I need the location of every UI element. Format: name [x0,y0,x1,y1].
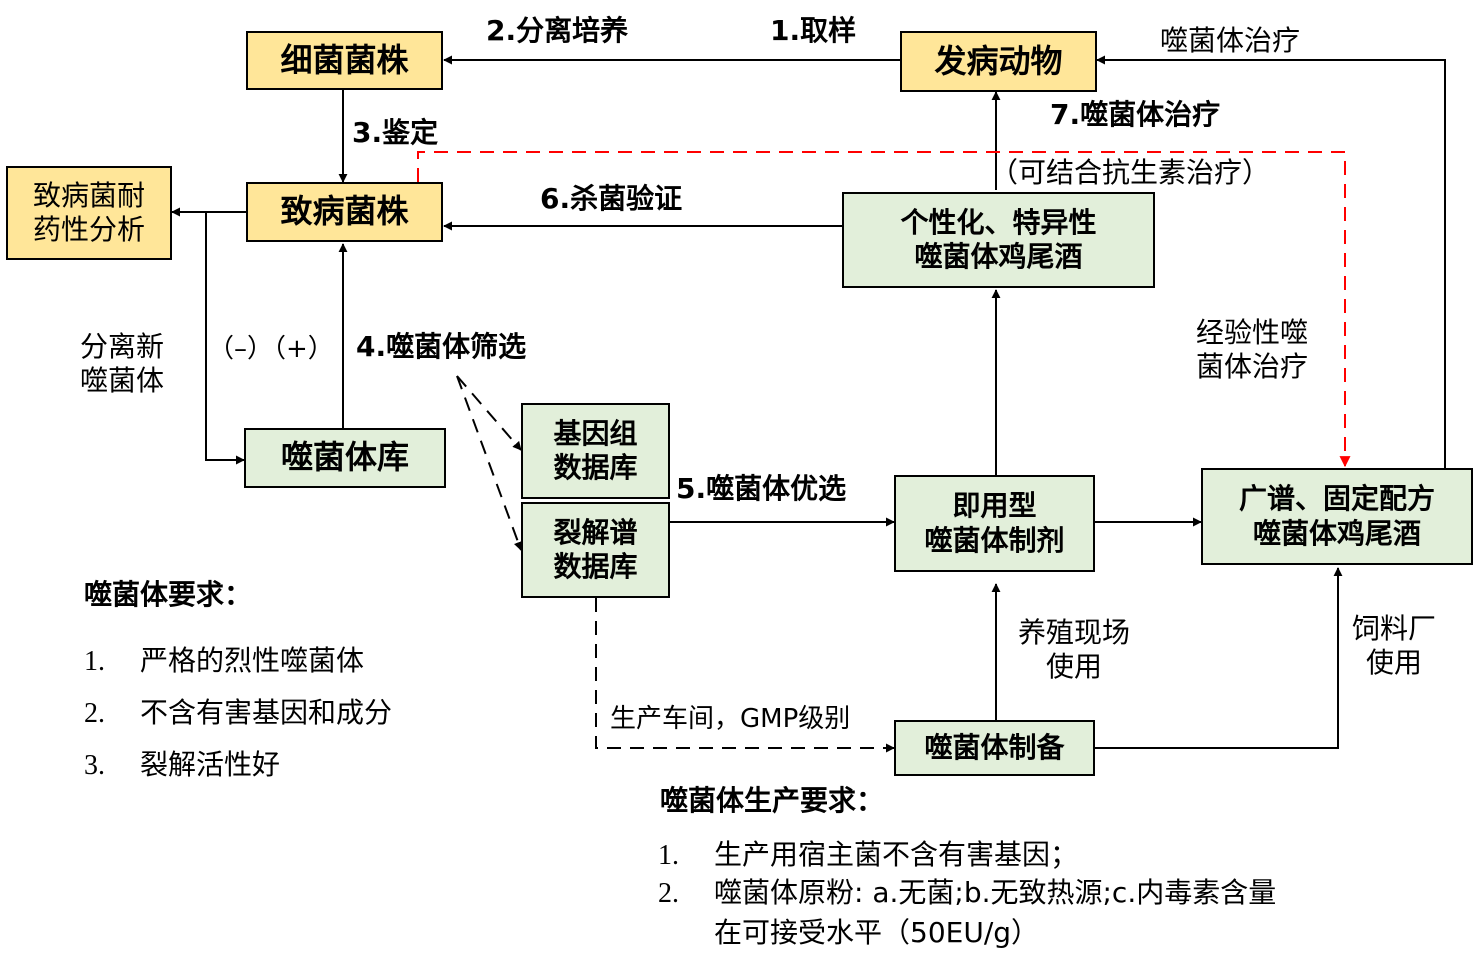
genome-database-box: 基因组 数据库 [521,403,670,499]
label-minus-plus: （–）（+） [208,334,334,364]
requirement-number: 1. [84,646,105,677]
resistance-analysis-line1: 致病菌耐 [32,178,145,212]
dashed-empirical-therapy [417,151,1351,468]
phage-preparation-label: 噬菌体制备 [924,730,1065,764]
requirement-item-1: 1. 严格的烈性噬菌体 [84,644,364,679]
bacterial-strain-label: 细菌菌株 [280,40,409,79]
requirement-text: 不含有害基因和成分 [140,696,393,729]
production-item-1: 1. 生产用宿主菌不含有害基因； [658,838,1078,873]
diseased-animal-box: 发病动物 [900,31,1097,92]
pathogenic-strain-box: 致病菌株 [246,182,443,242]
production-number: 1. [658,840,679,871]
feed-mill-line1: 饲料厂 [1352,612,1437,645]
requirement-number: 3. [84,750,105,781]
resistance-analysis-line2: 药性分析 [32,213,145,246]
arrow-phage-therapy [1096,55,1446,468]
requirement-item-2: 2. 不含有害基因和成分 [84,696,392,731]
lysis-spectrum-database-box: 裂解谱 数据库 [521,502,670,598]
label-feed-mill: 饲料厂 使用 [1352,612,1436,679]
phage-library-box: 噬菌体库 [244,428,446,488]
production-item-2: 2. 噬菌体原粉: a.无菌;b.无致热源;c.内毒素含量 [658,876,1276,911]
dashed-production-workshop [595,598,895,753]
label-phage-therapy: 噬菌体治疗 [1160,24,1301,57]
production-text: 生产用宿主菌不含有害基因； [714,838,1079,871]
broad-spectrum-cocktail-box: 广谱、固定配方 噬菌体鸡尾酒 [1201,468,1473,565]
personalized-cocktail-line1: 个性化、特异性 [900,205,1097,239]
production-text: 噬菌体原粉: a.无菌;b.无致热源;c.内毒素含量 [714,876,1277,909]
isolate-new-line2: 噬菌体 [80,363,165,397]
production-requirements-title: 噬菌体生产要求： [660,784,885,817]
label-combine-antibiotics: （可结合抗生素治疗） [990,156,1271,189]
genome-database-line2: 数据库 [553,451,638,484]
ready-to-use-line2: 噬菌体制剂 [924,523,1065,557]
empirical-line1: 经验性噬 [1196,316,1309,349]
dashed-screen-lysis [456,375,523,551]
farm-use-line1: 养殖现场 [1018,616,1131,649]
phage-requirements-title: 噬菌体要求： [84,578,253,611]
genome-database-line1: 基因组 [553,416,638,450]
requirement-text: 裂解活性好 [140,748,281,781]
label-phage-screening: 4.噬菌体筛选 [356,330,527,363]
isolate-new-line1: 分离新 [80,330,165,363]
label-empirical-therapy: 经验性噬 菌体治疗 [1196,316,1308,383]
broad-cocktail-line2: 噬菌体鸡尾酒 [1252,516,1421,550]
empirical-line2: 菌体治疗 [1196,349,1309,383]
production-number: 2. [658,878,679,909]
personalized-cocktail-line2: 噬菌体鸡尾酒 [914,240,1083,273]
phage-library-label: 噬菌体库 [280,438,409,477]
lysis-spectrum-line2: 数据库 [553,550,638,583]
farm-use-line2: 使用 [1046,649,1103,683]
requirement-number: 2. [84,698,105,729]
production-item-2-continued: 在可接受水平（50EU/g） [714,916,1040,949]
label-farm-use: 养殖现场 使用 [1018,616,1130,683]
label-sampling: 1.取样 [770,14,857,47]
lysis-spectrum-line1: 裂解谱 [553,515,638,549]
requirement-text: 严格的烈性噬菌体 [140,644,365,677]
phage-preparation-box: 噬菌体制备 [894,720,1095,776]
label-phage-therapy-7: 7.噬菌体治疗 [1050,98,1221,131]
ready-to-use-line1: 即用型 [952,489,1037,523]
broad-cocktail-line1: 广谱、固定配方 [1238,482,1435,516]
diseased-animal-label: 发病动物 [934,41,1063,80]
feed-mill-line2: 使用 [1366,645,1423,679]
personalized-cocktail-box: 个性化、特异性 噬菌体鸡尾酒 [842,192,1155,288]
arrow-feed-mill [1095,567,1343,749]
ready-to-use-preparation-box: 即用型 噬菌体制剂 [894,475,1095,572]
label-isolate-new-phage: 分离新 噬菌体 [80,330,164,397]
label-identification: 3.鉴定 [352,116,439,149]
label-isolation-culture: 2.分离培养 [486,14,629,47]
label-phage-optimization: 5.噬菌体优选 [676,472,847,505]
label-production-workshop: 生产车间，GMP级别 [610,704,851,734]
bacterial-strain-box: 细菌菌株 [246,31,443,90]
dashed-screen-genome [456,375,522,451]
pathogenic-strain-label: 致病菌株 [280,192,409,231]
requirement-item-3: 3. 裂解活性好 [84,748,280,783]
label-bactericidal-verification: 6.杀菌验证 [540,182,683,215]
resistance-analysis-box: 致病菌耐 药性分析 [6,166,172,260]
arrow-isolate-new-phage [205,212,245,465]
